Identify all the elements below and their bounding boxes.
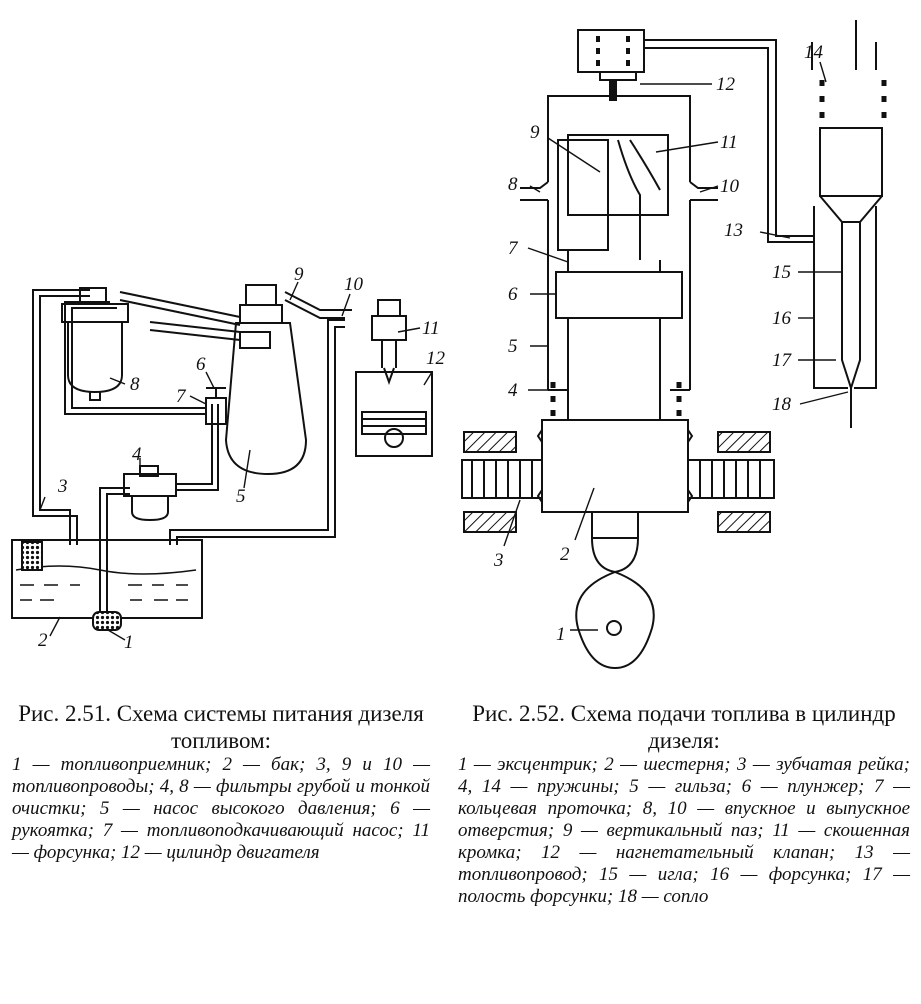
label-spring-4: 4	[508, 380, 518, 401]
label-rack: 3	[493, 550, 504, 571]
fuel-lines	[32, 289, 352, 612]
label-cavity: 17	[772, 350, 793, 371]
fig52-caption-body: 1 — эксцентрик; 2 — шестерня; 3 — зубчат…	[458, 754, 910, 907]
fig51-caption-title: Рис. 2.51. Схема системы питания дизеля …	[18, 701, 424, 753]
fig51-leaders	[39, 281, 433, 641]
fig52-leaders	[503, 61, 849, 631]
label-tank: 2	[38, 630, 48, 651]
toothed-rack	[461, 431, 775, 533]
label-needle: 15	[772, 262, 791, 283]
fuel-tank	[11, 539, 203, 631]
label-fuel-line-9: 9	[294, 264, 304, 285]
label-groove: 7	[508, 238, 519, 259]
high-pressure-line	[644, 39, 814, 243]
label-fuel-line-13: 13	[724, 220, 743, 241]
label-cylinder: 12	[426, 348, 446, 369]
fig51-diagram	[11, 281, 433, 641]
high-pressure-pump	[224, 284, 308, 476]
label-valve: 12	[716, 74, 736, 95]
engine-cylinder	[355, 371, 433, 457]
fig52-caption: Рис. 2.52. Схема подачи топлива в цилинд…	[458, 700, 910, 908]
label-pump: 5	[236, 486, 246, 507]
label-coarse-filter: 4	[132, 444, 142, 465]
label-edge: 11	[720, 132, 738, 153]
injector	[371, 299, 407, 385]
label-barrel: 5	[508, 336, 518, 357]
fig52-caption-title: Рис. 2.52. Схема подачи топлива в цилинд…	[472, 701, 896, 753]
plunger-springs	[550, 382, 682, 416]
label-injector-body: 16	[772, 308, 792, 329]
label-fine-filter: 8	[130, 374, 140, 395]
label-plunger: 6	[508, 284, 518, 305]
fig51-caption-body: 1 — топливоприемник; 2 — бак; 3, 9 и 10 …	[12, 754, 430, 863]
label-fuel-intake: 1	[124, 632, 134, 653]
fine-filter	[61, 287, 129, 401]
cam	[575, 511, 655, 670]
fig52-diagram	[461, 20, 887, 670]
label-outlet: 10	[720, 176, 740, 197]
nozzle	[811, 20, 887, 428]
fig51-caption: Рис. 2.51. Схема системы питания дизеля …	[12, 700, 430, 864]
plunger	[555, 134, 683, 420]
label-priming-pump: 7	[176, 386, 187, 407]
fig52-labels: 1 2 3 4 5 6 7 8 9 10 11 12 13 14 15 16 1…	[493, 42, 824, 645]
figures-canvas: 1 2 3 4 5 6 7 8 9 10 11 12 1 2 3 4 5 6 7…	[11, 20, 887, 670]
label-slot: 9	[530, 122, 540, 143]
label-fuel-line-3: 3	[57, 476, 68, 497]
label-fuel-line-10: 10	[344, 274, 364, 295]
fig51-labels: 1 2 3 4 5 6 7 8 9 10 11 12	[38, 264, 446, 653]
label-handle: 6	[196, 354, 206, 375]
label-cam: 1	[556, 624, 566, 645]
coarse-filter	[123, 465, 177, 522]
label-injector: 11	[422, 318, 440, 339]
label-gear: 2	[560, 544, 570, 565]
label-spring-14: 14	[804, 42, 824, 63]
label-orifice: 18	[772, 394, 792, 415]
gear	[536, 419, 694, 513]
label-inlet: 8	[508, 174, 518, 195]
delivery-valve	[577, 29, 645, 101]
priming-pump	[205, 387, 227, 425]
